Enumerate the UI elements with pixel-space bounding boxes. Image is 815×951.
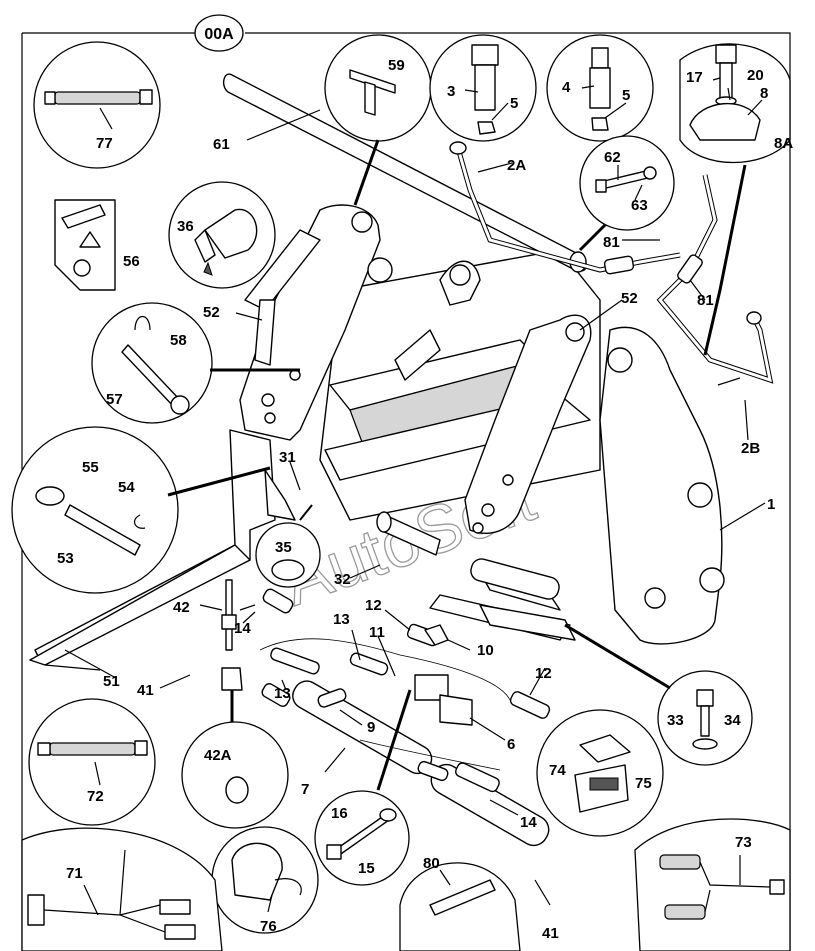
callout-14a: 14 <box>234 620 251 637</box>
callout-15: 15 <box>358 860 375 877</box>
detail-62 <box>579 135 675 231</box>
callout-52b: 52 <box>621 290 638 307</box>
callout-12b: 12 <box>535 665 552 682</box>
callout-42: 42 <box>173 599 190 616</box>
detail-56 <box>54 199 116 291</box>
callout-75: 75 <box>635 775 652 792</box>
callout-56: 56 <box>123 253 140 270</box>
callout-10: 10 <box>477 642 494 659</box>
callout-41b: 41 <box>542 925 559 942</box>
header-badge <box>194 14 244 52</box>
callout-32: 32 <box>334 571 351 588</box>
callout-81a: 81 <box>603 234 620 251</box>
callout-8: 8 <box>760 85 768 102</box>
callout-77: 77 <box>96 135 113 152</box>
callout-61: 61 <box>213 136 230 153</box>
callout-31: 31 <box>279 449 296 466</box>
header-code: 00A <box>204 26 234 43</box>
callout-72: 72 <box>87 788 104 805</box>
arm-left <box>239 204 393 441</box>
callout-1: 1 <box>767 496 775 513</box>
callout-41a: 41 <box>137 682 154 699</box>
pin-42 <box>221 579 243 691</box>
callout-16: 16 <box>331 805 348 822</box>
callout-34: 34 <box>724 712 741 729</box>
callout-8A: 8A <box>774 135 793 152</box>
detail-80 <box>399 862 521 951</box>
detail-3 <box>429 34 537 142</box>
callout-13b: 13 <box>274 685 291 702</box>
callout-7: 7 <box>301 781 309 798</box>
detail-33 <box>657 670 753 766</box>
callout-80: 80 <box>423 855 440 872</box>
callout-63: 63 <box>631 197 648 214</box>
detail-59 <box>324 34 432 142</box>
detail-72 <box>28 698 156 826</box>
callout-5a: 5 <box>510 95 518 112</box>
callout-54: 54 <box>118 479 135 496</box>
detail-36 <box>168 181 276 289</box>
callout-14b: 14 <box>520 814 537 831</box>
callout-52a: 52 <box>203 304 220 321</box>
callout-6: 6 <box>507 736 515 753</box>
detail-8 <box>679 43 791 164</box>
callout-51: 51 <box>103 673 120 690</box>
detail-15 <box>314 790 410 886</box>
callout-76: 76 <box>260 918 277 935</box>
callout-33: 33 <box>667 712 684 729</box>
detail-77 <box>33 41 161 169</box>
detail-35 <box>255 522 321 588</box>
baseplate <box>479 604 576 641</box>
fittings <box>259 588 551 793</box>
callout-42A: 42A <box>204 747 232 764</box>
callout-62: 62 <box>604 149 621 166</box>
callout-55: 55 <box>82 459 99 476</box>
callout-11: 11 <box>369 624 385 641</box>
callout-73: 73 <box>735 834 752 851</box>
callout-74: 74 <box>549 762 566 779</box>
detail-4 <box>546 34 654 142</box>
callout-57: 57 <box>106 391 123 408</box>
callout-12a: 12 <box>365 597 382 614</box>
callout-59: 59 <box>388 57 405 74</box>
detail-73 <box>634 818 791 951</box>
callout-81b: 81 <box>697 292 714 309</box>
main-frame <box>319 249 725 645</box>
callout-3: 3 <box>447 83 455 100</box>
callout-2B: 2B <box>741 440 760 457</box>
detail-57 <box>91 302 213 424</box>
callout-17: 17 <box>686 69 703 86</box>
callout-2A: 2A <box>507 157 526 174</box>
detail-53 <box>11 426 179 594</box>
leader-lines <box>44 77 766 916</box>
callout-9: 9 <box>367 719 375 736</box>
detail-74 <box>536 709 664 837</box>
callout-5b: 5 <box>622 87 630 104</box>
callout-35: 35 <box>275 539 292 556</box>
callout-13a: 13 <box>333 611 350 628</box>
callout-58: 58 <box>170 332 187 349</box>
callout-53: 53 <box>57 550 74 567</box>
detail-71 <box>21 827 223 951</box>
detail-76 <box>211 826 319 934</box>
pipe-2B <box>656 174 774 384</box>
callout-36: 36 <box>177 218 194 235</box>
callout-71: 71 <box>66 865 83 882</box>
callout-4: 4 <box>562 79 571 96</box>
callout-20: 20 <box>747 67 764 84</box>
detail-42A <box>181 721 289 829</box>
callout-labels: 1 2A 2B 3 4 5 5 6 7 8 8A 9 10 11 12 12 1… <box>57 57 793 942</box>
arm-right <box>394 260 592 534</box>
pin-32 <box>376 511 441 556</box>
